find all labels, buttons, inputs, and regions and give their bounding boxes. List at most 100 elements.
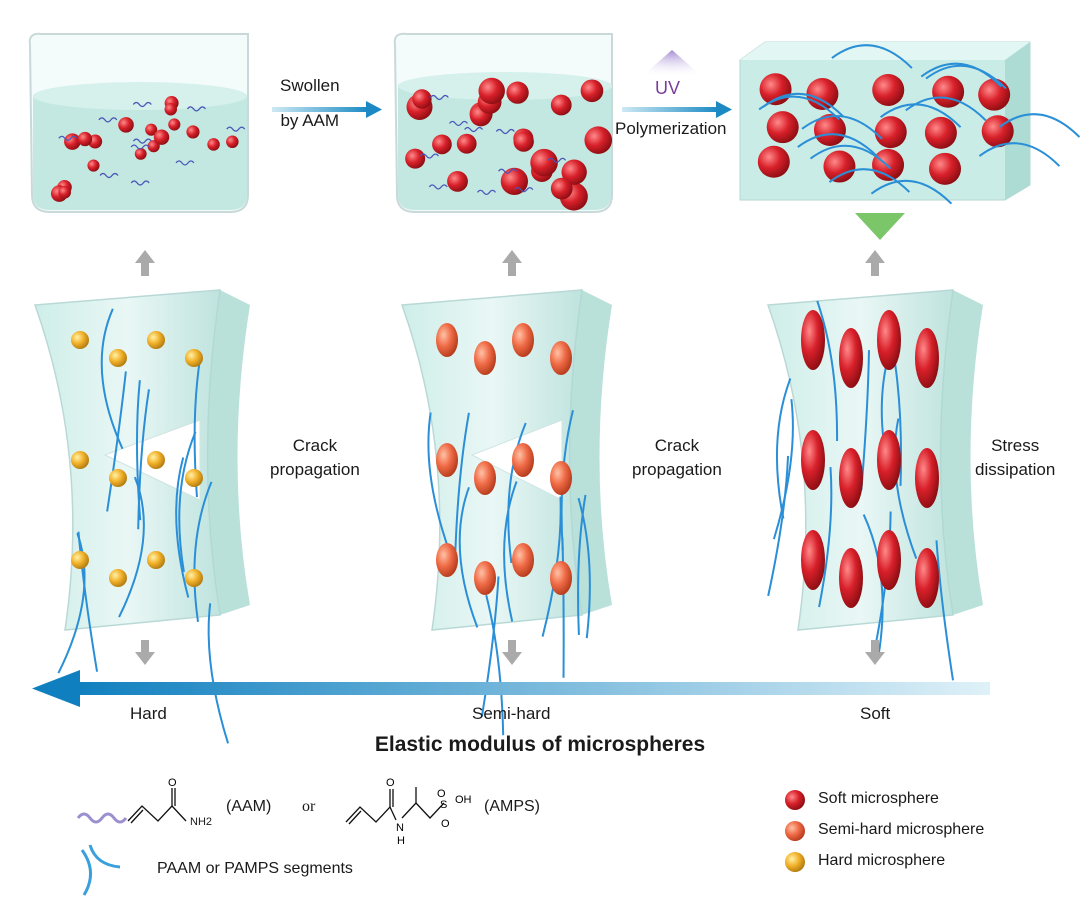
microsphere (932, 75, 965, 108)
scale-soft-label: Soft (860, 704, 891, 723)
polymer-segment (541, 496, 562, 637)
down-arrow-icon (865, 640, 885, 665)
monomer-wave-icon (76, 812, 128, 824)
legend-hard: Hard microsphere (818, 852, 946, 869)
microsphere (474, 341, 496, 375)
microsphere (978, 78, 1011, 111)
microsphere (207, 138, 220, 151)
polymer-segment (828, 168, 911, 193)
microsphere (506, 81, 529, 104)
microsphere (874, 116, 907, 149)
up-arrow-icon (865, 250, 885, 276)
microsphere (813, 114, 846, 147)
polymer-segment (100, 308, 124, 450)
hard-gel (33, 289, 250, 744)
microsphere (71, 551, 89, 569)
beaker-1 (28, 32, 249, 213)
microsphere (436, 323, 458, 357)
up-arrow-icon (502, 250, 522, 276)
microsphere (405, 148, 426, 169)
microsphere (550, 561, 572, 595)
microsphere (153, 129, 170, 145)
microsphere (164, 103, 177, 116)
microsphere (474, 561, 496, 595)
microsphere (924, 116, 957, 149)
microsphere (147, 451, 165, 469)
monomer (175, 160, 195, 166)
microsphere (580, 79, 604, 103)
microsphere (58, 185, 72, 199)
polymer-segment (454, 412, 470, 553)
monomer (464, 126, 484, 133)
polymer-segment (925, 64, 1007, 90)
semi-hard-microsphere-icon (785, 821, 805, 841)
uv-light-icon (640, 50, 704, 78)
microsphere (500, 167, 529, 196)
monomer (130, 180, 150, 186)
polymer-segment (775, 378, 792, 519)
polymer-segment (978, 142, 1061, 167)
amps-sulfonate: S (440, 799, 447, 811)
microsphere (823, 150, 856, 183)
polymer-segment (767, 455, 790, 597)
polymer-segment (831, 44, 913, 69)
panel-label-line2: propagation (632, 460, 722, 479)
panel-label-hard: Crack propagation (270, 434, 360, 482)
panel-label-soft: Stress dissipation (975, 434, 1055, 482)
microsphere (550, 177, 573, 200)
amps-structure-icon (345, 787, 445, 825)
microsphere (412, 89, 432, 109)
microsphere (561, 159, 587, 185)
polymer-segment (797, 133, 879, 158)
polymer-segment (818, 466, 833, 608)
microsphere (839, 448, 863, 508)
microsphere (185, 469, 203, 487)
microsphere (64, 133, 81, 150)
monomer (495, 128, 515, 135)
modulus-scale-arrow (32, 670, 990, 707)
monomer (419, 153, 439, 159)
microsphere (474, 461, 496, 495)
amps-o1: O (437, 788, 446, 800)
segments-label: PAAM or PAMPS segments (157, 860, 353, 877)
monomer (186, 106, 206, 112)
hard-microsphere-icon (785, 852, 805, 872)
polymer-segment (178, 431, 197, 573)
polymer-segment (920, 62, 1003, 88)
green-down-arrow (855, 213, 905, 240)
polymer-segment (137, 389, 150, 530)
microsphere (550, 341, 572, 375)
panel-label-line1: Stress (991, 436, 1040, 455)
polymer-segment (106, 371, 127, 512)
or-label: or (302, 798, 316, 815)
soft-gel (766, 289, 983, 681)
polymer-segment (193, 481, 213, 623)
panel-label-line2: dissipation (975, 460, 1056, 479)
panel-label-line1: Crack (292, 436, 338, 455)
microsphere (915, 448, 939, 508)
microsphere (134, 147, 147, 160)
microsphere (185, 349, 203, 367)
polymer-segment (503, 481, 518, 622)
microsphere (109, 469, 127, 487)
aam-oxygen: O (168, 777, 177, 789)
panel-label-line2: propagation (270, 460, 360, 479)
polymerization-arrow (622, 101, 732, 118)
microsphere (766, 111, 799, 144)
microsphere (550, 461, 572, 495)
microsphere (109, 349, 127, 367)
polymer-segment (816, 300, 839, 441)
microsphere (512, 323, 534, 357)
microsphere (513, 131, 534, 152)
microsphere (432, 134, 452, 155)
microsphere (877, 310, 901, 370)
microsphere (584, 126, 613, 154)
microsphere (436, 443, 458, 477)
microsphere (512, 543, 534, 577)
swollen-arrow (272, 101, 382, 118)
amps-label: (AMPS) (484, 798, 540, 815)
microsphere (186, 125, 200, 139)
polymer-segment (480, 576, 500, 717)
polymer-segment (485, 594, 505, 736)
polymer-segment (577, 494, 587, 635)
